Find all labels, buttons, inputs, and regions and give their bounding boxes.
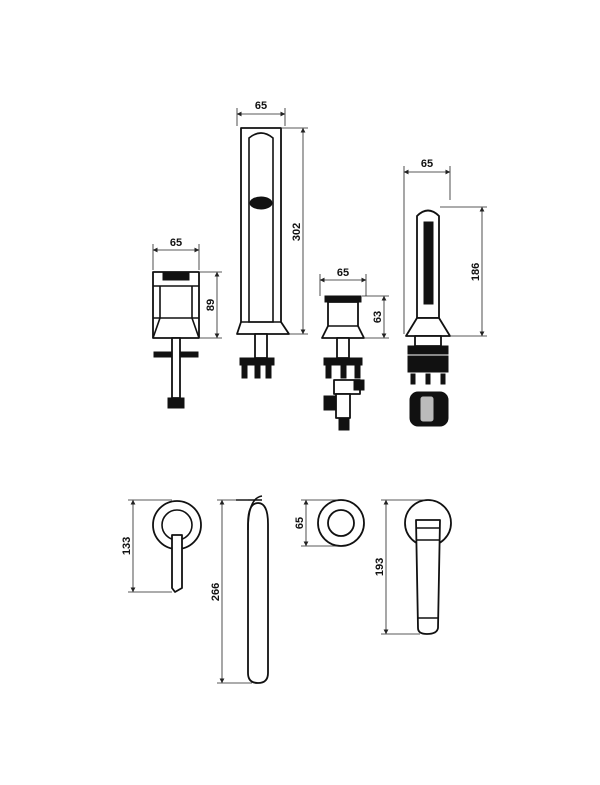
wall-hand-shower-side-view [404, 499, 452, 635]
diverter-width-label: 65 [337, 267, 349, 279]
wall-spout-height-label: 266 [210, 583, 222, 601]
wall-shower-handle [415, 519, 441, 635]
wall-spout-body [247, 502, 269, 684]
deck-diverter-elevation [321, 295, 365, 431]
wall-mixer-side-view [152, 500, 202, 593]
spout-shank [254, 333, 268, 359]
spout-height-label: 302 [291, 223, 303, 241]
wall-diverter-height-label: 65 [294, 517, 306, 529]
hand-shower-spray-face [423, 221, 434, 305]
spout-body [236, 127, 290, 335]
wall-spout-side-view [236, 495, 269, 684]
spout-inner-outline [248, 132, 274, 323]
mixer-height-label: 89 [205, 299, 217, 311]
spout-aerator [249, 196, 273, 210]
diverter-body [321, 301, 365, 339]
diverter-mount-nut [323, 357, 363, 366]
deck-mixer-elevation [152, 271, 200, 409]
hand-shower-holder [405, 317, 451, 337]
spout-mount-nut [239, 357, 275, 366]
hand-shower-mount-nut [407, 345, 449, 355]
mixer-handle-top [162, 271, 190, 281]
hand-shower-elevation [405, 209, 451, 427]
mixer-connector [167, 397, 185, 409]
mixer-width-label: 65 [170, 237, 182, 249]
diverter-outlet [338, 417, 350, 431]
wall-mixer-height-label: 133 [121, 537, 133, 555]
shower-width-label: 65 [421, 158, 433, 170]
wall-diverter-knob [327, 509, 355, 537]
shower-height-label: 186 [470, 263, 482, 281]
wall-mixer-lever [171, 534, 183, 593]
spout-width-label: 65 [255, 100, 267, 112]
wall-diverter-side-view [317, 499, 365, 547]
wall-shower-height-label: 193 [374, 558, 386, 576]
diverter-height-label: 63 [372, 311, 384, 323]
mixer-shank [171, 337, 181, 399]
diverter-shank [336, 337, 350, 359]
deck-spout-elevation [236, 127, 290, 379]
